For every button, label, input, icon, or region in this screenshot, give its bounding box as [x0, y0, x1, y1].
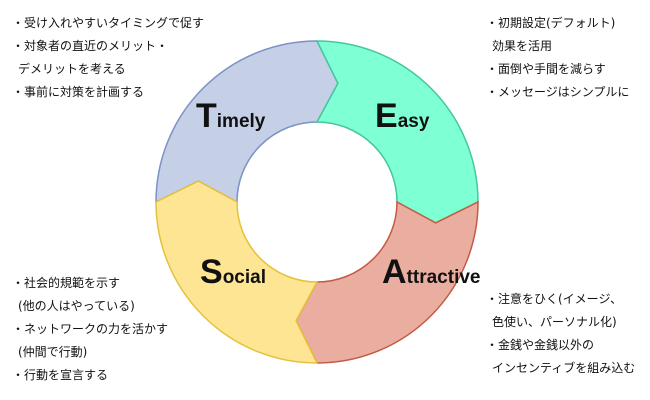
note-line: ・メッセージはシンプルに — [486, 85, 630, 99]
note-line: ・金銭や金銭以外の — [486, 338, 595, 352]
segment-timely — [155, 40, 339, 204]
notes-social: ・社会的規範を示す (他の人はやっている) ・ネットワークの力を活かす (仲間で… — [12, 272, 168, 387]
label-easy: Easy — [375, 97, 430, 135]
note-line: ・対象者の直近のメリット・ — [12, 39, 169, 53]
note-line: ・初期設定(デフォルト) — [486, 16, 616, 30]
note-line: ・受け入れやすいタイミングで促す — [12, 16, 205, 30]
notes-easy: ・初期設定(デフォルト) 効果を活用 ・面倒や手間を減らす ・メッセージはシンプ… — [486, 12, 629, 104]
note-line: ・社会的規範を示す — [12, 276, 121, 290]
note-line: ・注意をひく(イメージ、 — [486, 292, 623, 306]
segment-social — [155, 180, 319, 364]
notes-timely: ・受け入れやすいタイミングで促す ・対象者の直近のメリット・ デメリットを考える… — [12, 12, 204, 104]
note-line: ・行動を宣言する — [12, 368, 109, 382]
note-line: デメリットを考える — [18, 62, 126, 76]
label-attractive: Attractive — [382, 253, 480, 291]
note-line: ・事前に対策を計画する — [12, 85, 145, 99]
segment-attractive — [295, 200, 479, 364]
note-line: ・面倒や手間を減らす — [486, 62, 606, 76]
note-line: インセンティブを組み込む — [492, 361, 636, 375]
note-line: (仲間で行動) — [18, 345, 88, 359]
note-line: 色使い、パーソナル化) — [492, 315, 617, 329]
segment-easy — [315, 40, 479, 224]
label-social: Social — [200, 253, 266, 291]
note-line: (他の人はやっている) — [18, 299, 135, 313]
note-line: ・ネットワークの力を活かす — [12, 322, 169, 336]
notes-attractive: ・注意をひく(イメージ、 色使い、パーソナル化) ・金銭や金銭以外の インセンテ… — [486, 288, 635, 380]
label-timely: Timely — [196, 97, 266, 135]
note-line: 効果を活用 — [492, 39, 553, 53]
